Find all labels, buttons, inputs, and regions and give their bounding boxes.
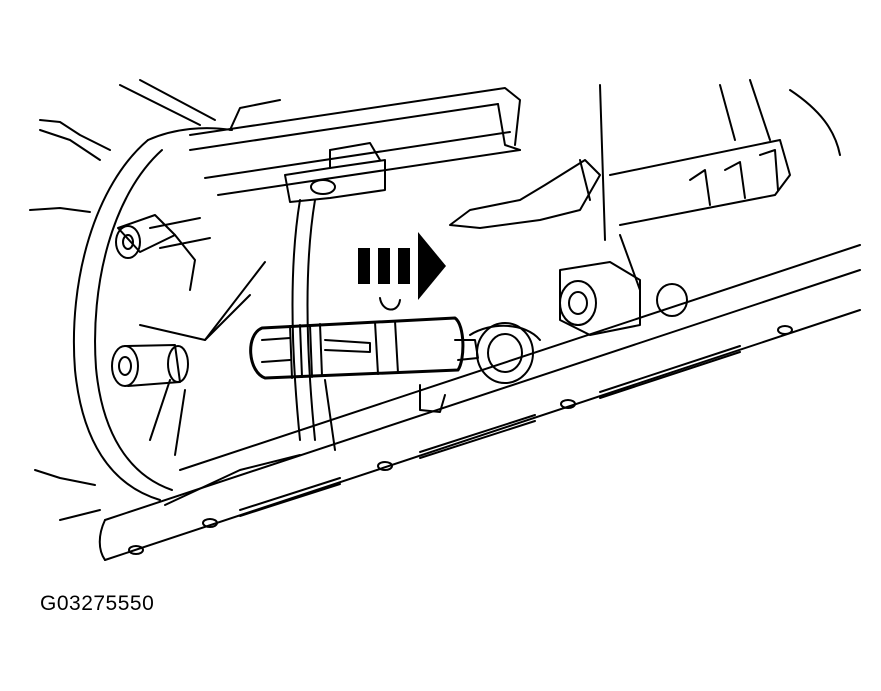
left-stud-lower bbox=[111, 261, 266, 456]
figure-id-label: G03275550 bbox=[40, 592, 155, 615]
housing-flange bbox=[29, 119, 233, 521]
top-boss bbox=[284, 142, 386, 203]
right-bracket bbox=[559, 84, 688, 336]
lower-rail bbox=[98, 244, 861, 561]
upper-frame bbox=[119, 79, 521, 196]
dashed-arrow-right-icon bbox=[358, 232, 446, 300]
valve-assembly bbox=[249, 297, 479, 380]
left-stud-upper bbox=[115, 214, 211, 291]
bore-ring bbox=[419, 322, 541, 413]
technical-illustration bbox=[29, 79, 861, 561]
cover-outline bbox=[449, 159, 601, 229]
right-frame bbox=[609, 79, 841, 226]
vertical-rib bbox=[291, 199, 336, 451]
